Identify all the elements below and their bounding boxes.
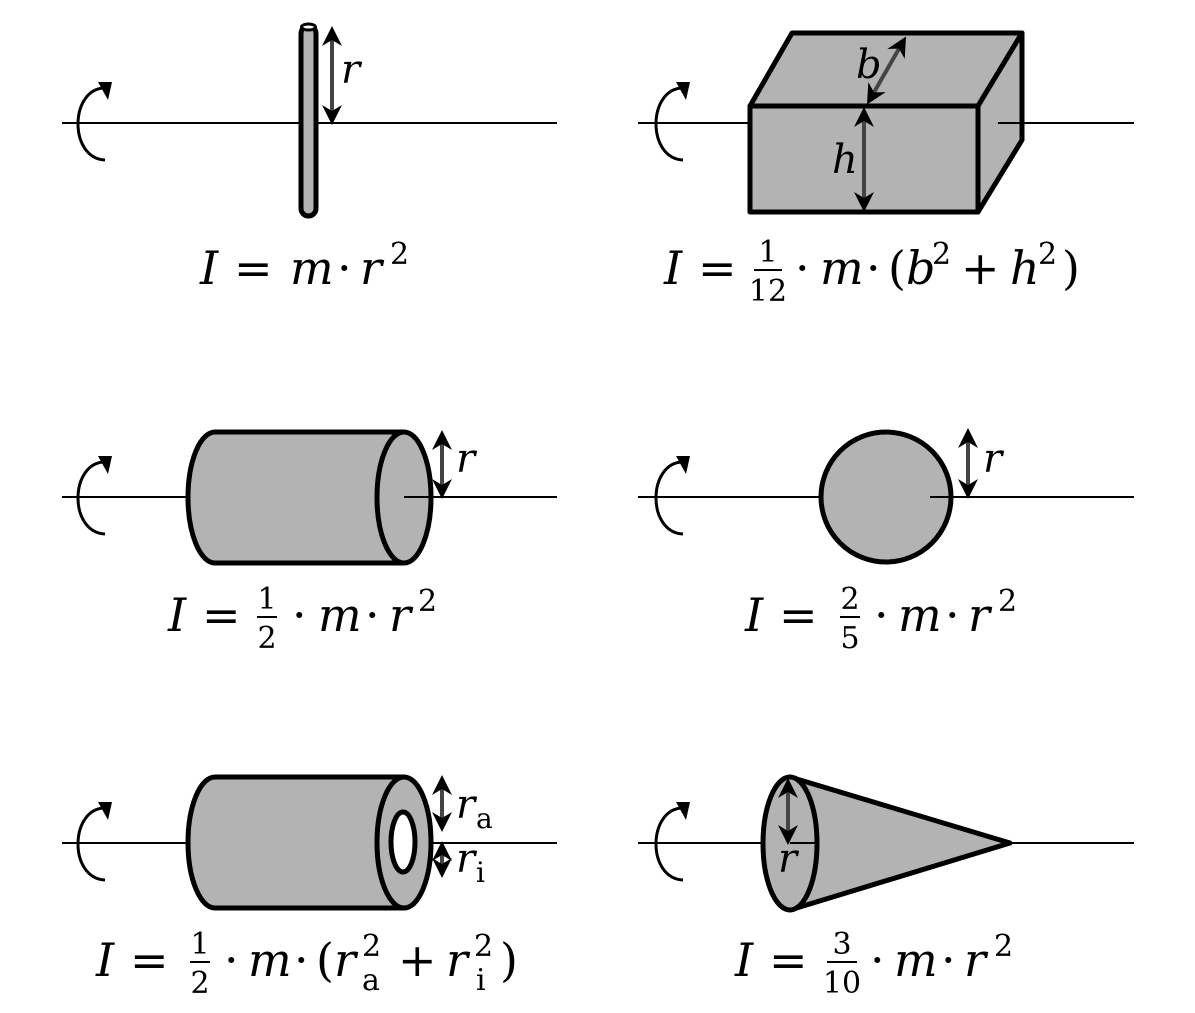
formula-numerator: 2	[840, 582, 859, 617]
formula-r: r	[334, 933, 359, 987]
formula-r: r	[964, 933, 989, 987]
outer-radius-label: r	[456, 782, 478, 828]
radius-label: r	[341, 47, 363, 93]
formula-plus: +	[961, 241, 1000, 295]
formula-I: I	[95, 933, 115, 987]
inner-radius-label: r	[456, 836, 478, 882]
formula-dot: ·	[795, 241, 810, 295]
formula-solid-cylinder: I = 1 2 · m · r 2	[167, 582, 437, 656]
formula-exponent: 2	[418, 584, 437, 619]
formula-thin-ring: I = m · r 2	[199, 237, 409, 295]
thin-rod-body	[298, 23, 319, 219]
formula-r: r	[446, 933, 471, 987]
formula-equals: =	[779, 588, 818, 642]
formula-r: r	[389, 588, 414, 642]
hollow-cylinder-body	[185, 774, 407, 911]
formula-m: m	[290, 241, 334, 295]
formula-open-paren: (	[316, 933, 334, 987]
formula-box: I = 1 12 · m · ( b 2 + h 2 )	[663, 235, 1080, 309]
formula-close-paren: )	[500, 933, 518, 987]
cone-body	[787, 774, 1013, 913]
formula-exponent: 2	[932, 237, 951, 272]
radius-label: r	[778, 836, 800, 882]
formula-exponent: 2	[1038, 237, 1057, 272]
radius-label: r	[983, 436, 1005, 482]
formula-equals: =	[202, 588, 241, 642]
formula-m: m	[894, 933, 938, 987]
formula-I: I	[663, 241, 683, 295]
cylinder-body	[185, 429, 407, 566]
formula-denominator: 2	[190, 966, 209, 1001]
depth-label: b	[856, 42, 882, 88]
formula-I: I	[199, 241, 219, 295]
outer-radius-subscript: a	[476, 802, 493, 835]
formula-equals: =	[234, 241, 273, 295]
formula-subscript-a: a	[362, 963, 380, 998]
formula-equals: =	[698, 241, 737, 295]
formula-dot: ·	[866, 241, 881, 295]
formula-denominator: 5	[840, 621, 859, 656]
depth-dimension-arrow	[867, 36, 906, 105]
formula-dot: ·	[941, 933, 956, 987]
formula-r: r	[360, 241, 385, 295]
formula-exponent: 2	[998, 584, 1017, 619]
formula-b: b	[906, 241, 935, 295]
formula-denominator: 2	[257, 621, 276, 656]
formula-dot: ·	[945, 588, 960, 642]
formula-I: I	[167, 588, 187, 642]
formula-cone: I = 3 10 · m · r 2	[734, 927, 1013, 1001]
panel-cone: r I = 3 10 · m · r 2	[638, 774, 1134, 1001]
formula-dot: ·	[224, 933, 239, 987]
formula-subscript-i: i	[476, 963, 486, 998]
formula-sphere: I = 2 5 · m · r 2	[744, 582, 1017, 656]
rotation-arrow-icon	[654, 82, 690, 162]
formula-exponent: 2	[390, 237, 409, 272]
formula-I: I	[744, 588, 764, 642]
formula-I: I	[734, 933, 754, 987]
formula-dot: ·	[292, 588, 307, 642]
formula-m: m	[318, 588, 362, 642]
formula-h: h	[1010, 241, 1040, 295]
panel-sphere: r I = 2 5 · m · r 2	[638, 428, 1134, 656]
formula-equals: =	[130, 933, 169, 987]
formula-numerator: 1	[190, 927, 209, 962]
formula-exponent: 2	[362, 929, 381, 964]
formula-numerator: 3	[832, 927, 851, 962]
formula-exponent: 2	[474, 929, 493, 964]
formula-hollow-cylinder: I = 1 2 · m · ( r 2 a + r 2 i )	[95, 927, 518, 1001]
formula-dot: ·	[874, 588, 889, 642]
inner-radius-subscript: i	[476, 856, 485, 889]
rotation-arrow-icon	[76, 802, 112, 882]
formula-m: m	[248, 933, 292, 987]
height-label: h	[832, 137, 858, 183]
panel-hollow-cylinder: r a r i I = 1 2 · m · ( r 2 a + r 2 i )	[62, 774, 557, 1001]
panel-solid-cylinder: r I = 1 2 · m · r 2	[62, 429, 557, 656]
formula-plus: +	[398, 933, 437, 987]
formula-dot: ·	[294, 933, 309, 987]
rod-top-face	[300, 22, 317, 32]
formula-open-paren: (	[888, 241, 906, 295]
rotation-arrow-icon	[654, 456, 690, 536]
rotation-arrow-icon	[76, 456, 112, 536]
formula-equals: =	[769, 933, 808, 987]
rotation-arrow-icon	[76, 82, 112, 162]
formula-dot: ·	[337, 241, 352, 295]
rotation-arrow-icon	[654, 802, 690, 882]
formula-numerator: 1	[758, 235, 777, 270]
panel-box: b h I = 1 12 · m · ( b 2 + h 2 )	[638, 30, 1134, 309]
formula-m: m	[898, 588, 942, 642]
formula-dot: ·	[870, 933, 885, 987]
formula-m: m	[820, 241, 864, 295]
formula-denominator: 12	[749, 274, 787, 309]
formula-close-paren: )	[1062, 241, 1080, 295]
formula-dot: ·	[365, 588, 380, 642]
inner-bore	[388, 809, 418, 875]
radius-label: r	[456, 436, 478, 482]
formula-numerator: 1	[257, 582, 276, 617]
panel-thin-ring: r I = m · r 2	[62, 22, 557, 295]
formula-exponent: 2	[994, 929, 1013, 964]
formula-r: r	[968, 588, 993, 642]
formula-denominator: 10	[823, 966, 861, 1001]
